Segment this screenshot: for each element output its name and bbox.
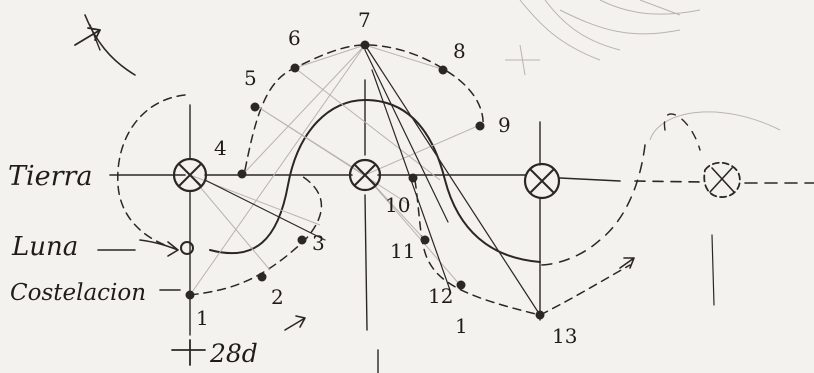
dot-3	[298, 236, 307, 245]
dot-6	[291, 64, 300, 73]
earth-symbol-dashed	[704, 163, 740, 197]
num-7: 7	[358, 8, 371, 32]
label-constelacion: Costelacion	[10, 280, 146, 306]
num-10: 10	[385, 193, 410, 217]
dot-1	[186, 291, 195, 300]
point-numbers: 1 2 3 4 5 6 7 8 9 10 11 12 13 1	[196, 8, 577, 348]
dot-12	[457, 281, 466, 290]
dot-9	[476, 122, 485, 131]
dot-13	[536, 311, 545, 320]
num-4: 4	[214, 136, 227, 160]
num-3: 3	[312, 231, 325, 255]
dot-2	[258, 273, 267, 282]
num-5: 5	[244, 66, 257, 90]
num-8: 8	[453, 39, 466, 63]
earth-symbol-2	[350, 160, 380, 190]
moon-marker	[181, 242, 193, 254]
num-11: 11	[390, 239, 415, 263]
dashed-orbit-right	[540, 145, 645, 265]
dashed-moon-orbit	[190, 45, 483, 295]
axis-line	[110, 175, 814, 183]
dot-7	[361, 41, 370, 50]
dot-5	[251, 103, 260, 112]
num-1: 1	[196, 306, 209, 330]
dot-8	[439, 66, 448, 75]
num-13: 13	[552, 324, 577, 348]
num-12: 12	[428, 284, 453, 308]
period-scale-bar	[172, 340, 205, 365]
earth-symbol-3	[525, 164, 559, 198]
num-6: 6	[288, 26, 301, 50]
dot-11	[421, 236, 430, 245]
num-2: 2	[271, 285, 284, 309]
label-period: 28d	[209, 339, 258, 368]
dot-4	[238, 170, 247, 179]
vertical-guides	[190, 80, 714, 373]
dot-10	[409, 174, 418, 183]
label-tierra: Tierra	[8, 161, 93, 192]
background-scribbles	[505, 0, 780, 140]
num-second-one: 1	[455, 314, 468, 338]
num-9: 9	[498, 113, 511, 137]
label-luna: Luna	[11, 232, 78, 262]
